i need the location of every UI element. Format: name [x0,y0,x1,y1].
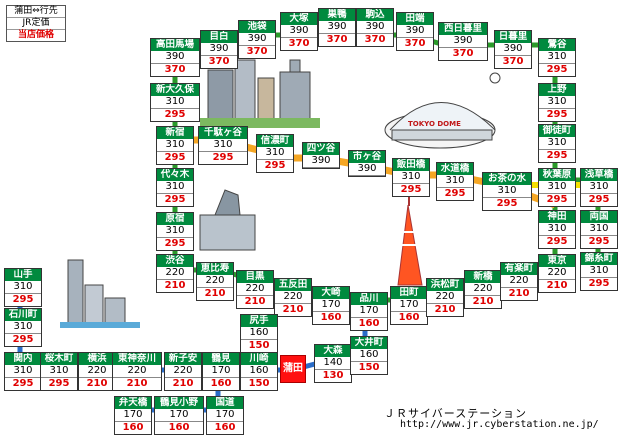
legend-shop: 当店価格 [17,30,54,40]
hachiko-statue-illustration [199,189,256,251]
current-station-kamata[interactable]: 蒲田 [280,355,306,383]
skyscrapers-illustration [200,59,320,128]
tokyo-dome-illustration: TOKYO DOME [384,72,501,149]
fare-legend: 蒲田⇔行先 JR定価 当店価格 [6,5,66,42]
legend-jr: JR定価 [7,18,65,30]
yokohama-landmark-illustration [60,259,140,328]
tokyo-tower-illustration [397,190,423,286]
site-name: ＪＲサイバーステーション [384,407,528,420]
legend-route: 蒲田⇔行先 [7,6,65,18]
dome-label: TOKYO DOME [408,120,461,128]
site-url-link[interactable]: http://www.jr.cyberstation.ne.jp/ [400,419,599,430]
